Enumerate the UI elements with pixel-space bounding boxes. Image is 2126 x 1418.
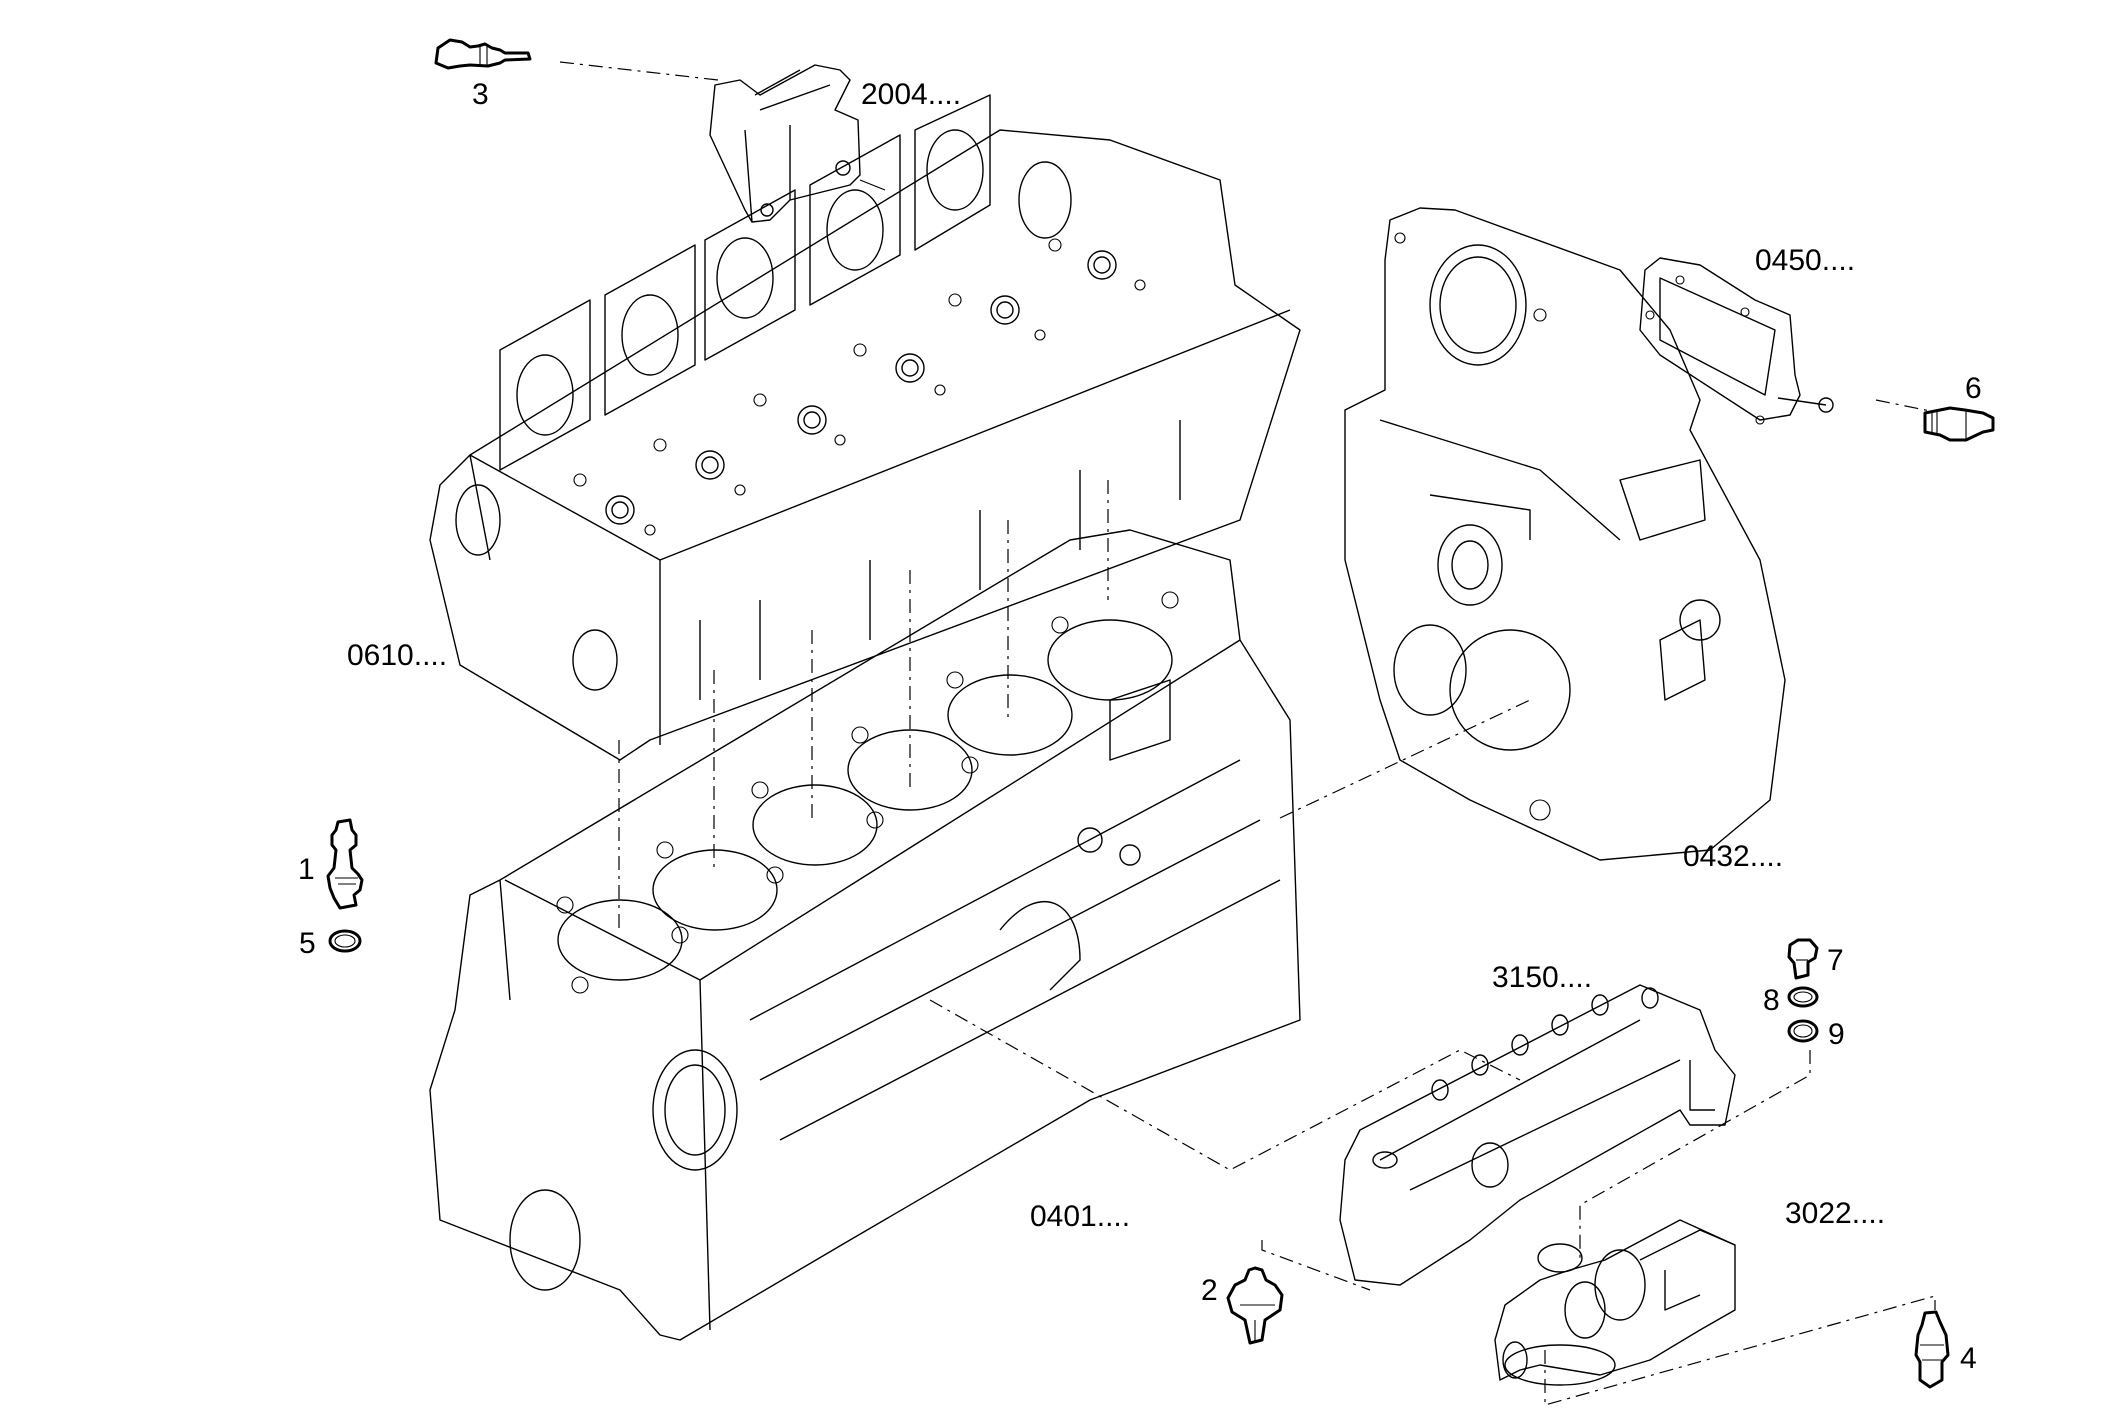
sensor-4[interactable] [1914, 1310, 1950, 1389]
assembly-lines [559, 61, 1951, 1406]
label-9[interactable]: 9 [1828, 1018, 1845, 1051]
inspection-cover[interactable] [1639, 257, 1834, 425]
label-8[interactable]: 8 [1763, 984, 1780, 1017]
cylinder-head[interactable] [429, 94, 1301, 761]
crankcase[interactable] [429, 529, 1301, 1341]
sensor-1[interactable] [326, 818, 364, 910]
thermostat-housing[interactable] [709, 64, 886, 223]
plug-7[interactable] [1787, 938, 1819, 980]
timing-cover[interactable] [1344, 207, 1786, 861]
label-0610[interactable]: 0610.... [347, 639, 447, 672]
sensor-3[interactable] [434, 38, 532, 70]
label-0432[interactable]: 0432.... [1683, 840, 1783, 873]
assembly-line-gallery [929, 999, 1521, 1171]
sensor-2[interactable] [1226, 1266, 1284, 1345]
label-0450[interactable]: 0450.... [1755, 244, 1855, 277]
label-7[interactable]: 7 [1827, 944, 1844, 977]
assembly-line-3 [559, 61, 719, 81]
label-0401[interactable]: 0401.... [1030, 1200, 1130, 1233]
gallery-bosses [1431, 987, 1659, 1101]
label-3150[interactable]: 3150.... [1492, 961, 1592, 994]
oil-filter-support[interactable] [1494, 1219, 1736, 1386]
sensor-6[interactable] [1923, 406, 1995, 442]
label-6[interactable]: 6 [1965, 372, 1982, 405]
label-2[interactable]: 2 [1201, 1274, 1218, 1307]
cylinder-bores [557, 619, 1173, 981]
reference-labels: 3 2004.... 0450.... 6 0610.... 1 5 0432.… [298, 78, 1982, 1375]
label-5[interactable]: 5 [299, 927, 316, 960]
head-ports [573, 238, 1146, 536]
assembly-line-2 [1261, 1240, 1371, 1291]
assembly-line-9 [1579, 1050, 1811, 1260]
seal-ring-8[interactable] [1787, 986, 1819, 1008]
label-1[interactable]: 1 [298, 853, 315, 886]
label-3[interactable]: 3 [472, 78, 489, 111]
label-3022[interactable]: 3022.... [1785, 1197, 1885, 1230]
oil-gallery[interactable] [1339, 984, 1736, 1286]
deck-holes [556, 591, 1179, 994]
seal-ring-9[interactable] [1787, 1019, 1819, 1043]
label-2004[interactable]: 2004.... [861, 78, 961, 111]
assembly-line-4 [1544, 1295, 1936, 1406]
assembly-line-cover [1279, 699, 1531, 819]
seal-ring-5[interactable] [328, 929, 362, 953]
label-4[interactable]: 4 [1960, 1342, 1977, 1375]
cam-towers [499, 94, 1072, 471]
